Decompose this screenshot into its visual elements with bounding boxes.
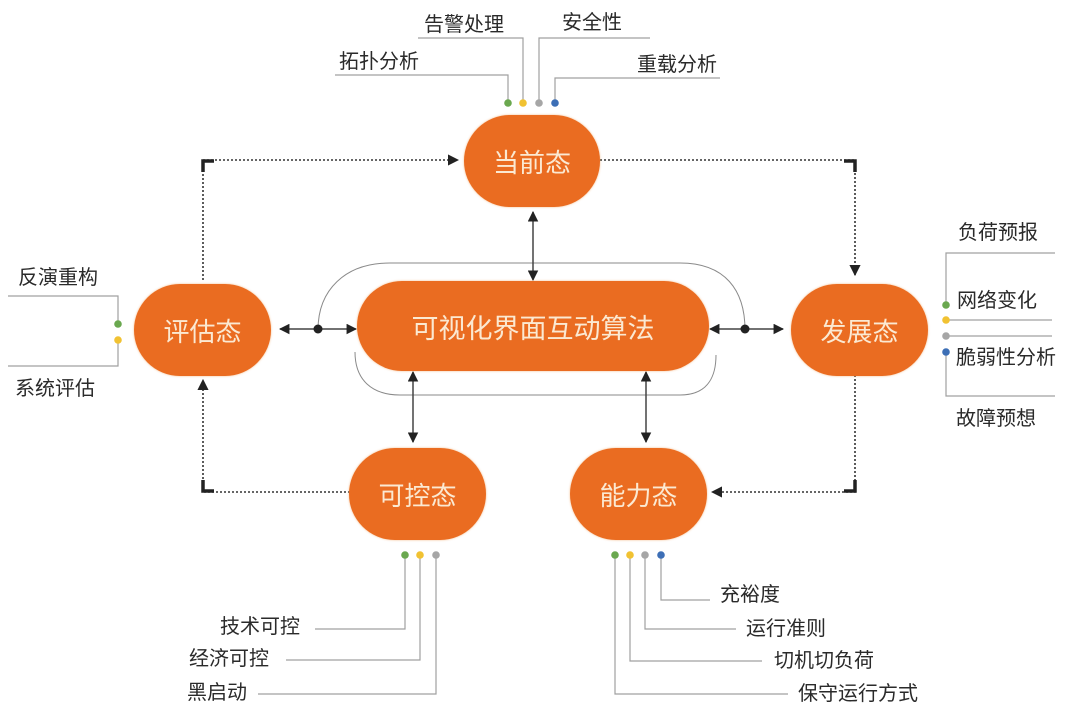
attr-economic-control: 经济可控 bbox=[189, 646, 269, 670]
attr-vulnerability-analysis: 脆弱性分析 bbox=[956, 345, 1056, 369]
connector-evaluation-to-current bbox=[202, 154, 460, 280]
node-current-state-label: 当前态 bbox=[492, 148, 571, 179]
attr-alarm-handling: 告警处理 bbox=[424, 12, 504, 36]
connector-development-to-capability bbox=[710, 375, 856, 498]
node-controllable-state-label: 可控态 bbox=[378, 481, 457, 512]
node-capability-state: 能力态 bbox=[570, 448, 707, 540]
attr-security: 安全性 bbox=[562, 10, 622, 34]
node-evaluation-state: 评估态 bbox=[134, 284, 271, 376]
attr-load-forecast: 负荷预报 bbox=[958, 220, 1038, 244]
attr-network-change: 网络变化 bbox=[957, 288, 1037, 312]
node-visual-interface-algorithm: 可视化界面互动算法 bbox=[357, 281, 709, 371]
node-controllable-state: 可控态 bbox=[349, 448, 486, 540]
leader-lines bbox=[8, 37, 1055, 695]
corner-brackets bbox=[201, 159, 857, 493]
attr-technical-control: 技术可控 bbox=[220, 614, 300, 638]
junction-dot-right bbox=[740, 324, 750, 334]
attr-system-evaluation: 系统评估 bbox=[15, 376, 95, 400]
center-arcs bbox=[317, 262, 746, 396]
node-development-state: 发展态 bbox=[791, 284, 928, 376]
attr-overload-analysis: 重载分析 bbox=[637, 52, 717, 76]
node-capability-state-label: 能力态 bbox=[599, 481, 678, 512]
attr-black-start: 黑启动 bbox=[187, 680, 247, 704]
attr-operating-criteria: 运行准则 bbox=[746, 616, 826, 640]
connector-current-to-development bbox=[600, 159, 861, 277]
attr-adequacy: 充裕度 bbox=[720, 582, 780, 606]
node-evaluation-state-label: 评估态 bbox=[163, 317, 242, 348]
attr-contingency-analysis: 故障预想 bbox=[956, 406, 1036, 430]
node-development-state-label: 发展态 bbox=[820, 317, 899, 348]
attr-topology-analysis: 拓扑分析 bbox=[339, 49, 419, 73]
attribute-dots bbox=[114, 99, 950, 559]
connector-controllable-to-evaluation bbox=[197, 378, 350, 493]
junction-dot-left bbox=[313, 324, 323, 334]
attr-gen-load-shedding: 切机切负荷 bbox=[774, 648, 874, 672]
node-current-state: 当前态 bbox=[464, 115, 600, 207]
center-label: 可视化界面互动算法 bbox=[411, 313, 655, 345]
attr-conservative-operation: 保守运行方式 bbox=[798, 681, 918, 705]
attr-inversion-reconstruction: 反演重构 bbox=[18, 265, 98, 289]
